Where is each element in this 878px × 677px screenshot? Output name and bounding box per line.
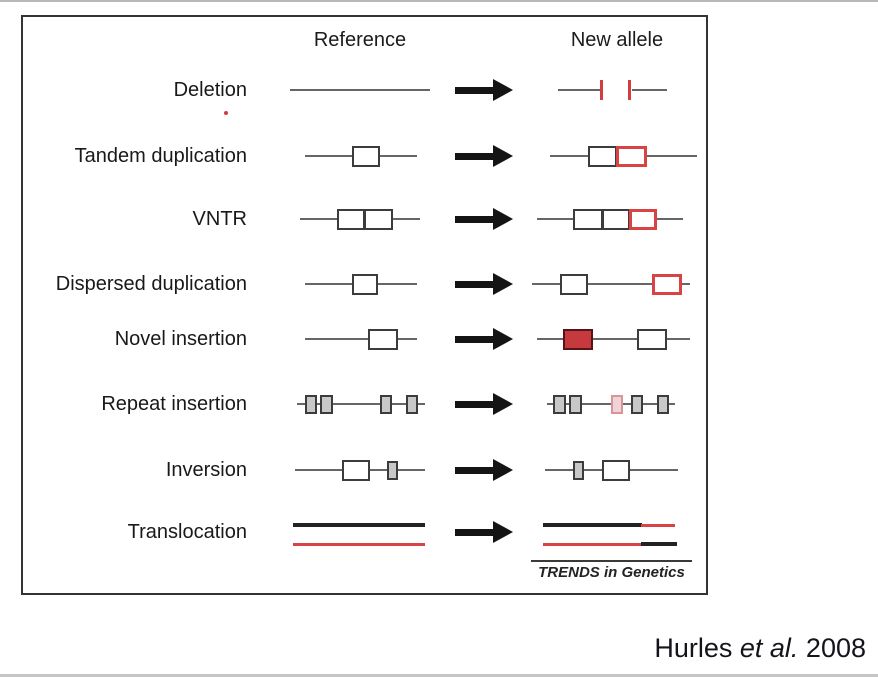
- arrow-icon: [493, 79, 513, 101]
- arrow-icon: [455, 467, 495, 474]
- arrow-icon: [455, 87, 495, 94]
- new-allele-gene-box: [629, 208, 657, 230]
- citation-year: 2008: [798, 633, 866, 663]
- new-allele-gene-box: [553, 394, 566, 414]
- arrow-icon: [493, 328, 513, 350]
- arrow-icon: [455, 281, 495, 288]
- arrow-icon: [493, 273, 513, 295]
- arrow-icon: [493, 208, 513, 230]
- arrow-icon: [455, 401, 495, 408]
- citation-author: Hurles: [654, 633, 740, 663]
- new-allele-breakpoint-tick: [600, 80, 603, 100]
- new-allele-gene-box: [563, 328, 593, 350]
- reference-gene-box: [368, 328, 398, 350]
- reference-gene-box: [364, 208, 393, 230]
- new-allele-line-segment: [532, 283, 690, 285]
- reference-gene-box: [320, 394, 333, 414]
- arrow-icon: [493, 145, 513, 167]
- new-allele-gene-box: [573, 460, 584, 480]
- new-allele-line-segment: [641, 542, 677, 546]
- new-allele-breakpoint-tick: [628, 80, 631, 100]
- reference-gene-box: [352, 145, 380, 167]
- reference-gene-box: [352, 273, 378, 295]
- reference-line-segment: [293, 523, 425, 527]
- row-label-tandem-duplication: Tandem duplication: [74, 145, 247, 167]
- new-allele-gene-box: [588, 145, 617, 167]
- arrow-icon: [493, 459, 513, 481]
- new-allele-line-segment: [632, 89, 667, 91]
- new-allele-gene-box: [560, 273, 588, 295]
- row-label-repeat-insertion: Repeat insertion: [101, 393, 247, 415]
- new-allele-gene-box: [569, 394, 582, 414]
- row-label-dispersed-duplication: Dispersed duplication: [55, 273, 247, 295]
- new-allele-line-segment: [641, 523, 675, 527]
- arrow-icon: [455, 529, 495, 536]
- reference-gene-box: [387, 460, 398, 480]
- reference-line-segment: [305, 338, 417, 340]
- row-label-novel-insertion: Novel insertion: [114, 328, 247, 350]
- new-allele-line-segment: [543, 523, 642, 527]
- new-allele-gene-box: [657, 394, 669, 414]
- reference-gene-box: [305, 394, 317, 414]
- new-allele-gene-box: [602, 459, 630, 481]
- row-label-inversion: Inversion: [165, 459, 247, 481]
- journal-caption: TRENDS in Genetics: [538, 564, 685, 581]
- arrow-icon: [493, 521, 513, 543]
- journal-rule: [531, 560, 692, 562]
- arrow-icon: [455, 216, 495, 223]
- figure-frame: [21, 15, 708, 595]
- reference-line-segment: [293, 542, 425, 546]
- reference-gene-box: [337, 208, 365, 230]
- column-header-reference: Reference: [313, 29, 407, 51]
- reference-line-segment: [297, 403, 425, 405]
- reference-gene-box: [406, 394, 418, 414]
- new-allele-gene-box: [611, 394, 623, 414]
- new-allele-gene-box: [631, 394, 643, 414]
- stray-red-dot: [224, 111, 228, 115]
- new-allele-gene-box: [602, 208, 630, 230]
- row-label-vntr: VNTR: [192, 208, 247, 230]
- column-header-new-allele: New allele: [570, 29, 664, 51]
- new-allele-line-segment: [558, 89, 601, 91]
- new-allele-gene-box: [637, 328, 667, 350]
- new-allele-gene-box: [652, 273, 682, 295]
- reference-gene-box: [342, 459, 370, 481]
- new-allele-gene-box: [573, 208, 603, 230]
- reference-gene-box: [380, 394, 392, 414]
- citation: Hurles et al. 2008: [466, 633, 866, 664]
- row-label-deletion: Deletion: [173, 79, 247, 101]
- arrow-icon: [493, 393, 513, 415]
- new-allele-line-segment: [543, 542, 642, 546]
- arrow-icon: [455, 336, 495, 343]
- reference-line-segment: [290, 89, 430, 91]
- new-allele-line-segment: [537, 338, 690, 340]
- citation-etal: et al.: [739, 633, 799, 663]
- top-edge-artifact: [0, 0, 878, 2]
- arrow-icon: [455, 153, 495, 160]
- row-label-translocation: Translocation: [127, 521, 247, 543]
- bottom-edge-artifact: [0, 674, 878, 677]
- new-allele-gene-box: [616, 145, 647, 167]
